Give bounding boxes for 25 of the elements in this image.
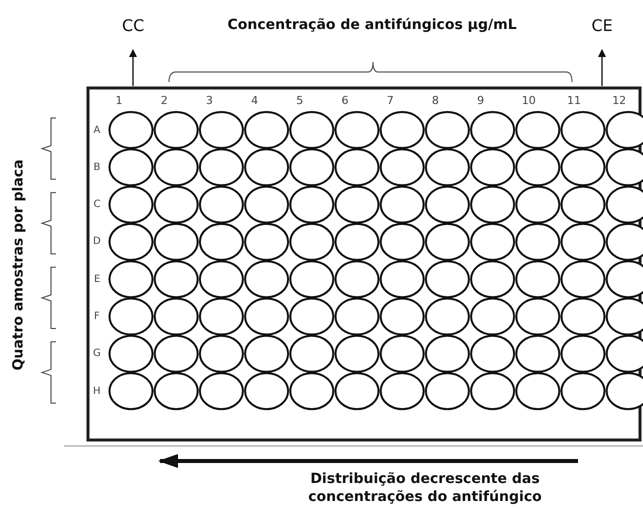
column-number: 9 — [477, 94, 484, 106]
column-number: 3 — [206, 94, 213, 106]
row-letter: A — [94, 124, 100, 136]
row-letter: E — [94, 274, 100, 285]
row-letter: F — [94, 311, 100, 322]
axis-title: Distribuição decrescente das concentrações do antifúngico — [307, 470, 543, 506]
column-number: 11 — [567, 94, 581, 106]
column-number: 4 — [251, 94, 258, 106]
column-number: 12 — [612, 94, 626, 106]
control-label: CC — [122, 16, 144, 34]
row-letter: H — [93, 386, 101, 397]
column-number: 2 — [160, 94, 168, 106]
column-number: 7 — [386, 94, 394, 106]
column-number: 10 — [522, 94, 536, 106]
axis-title: Concentração de antifúngicos µg/mL — [228, 17, 517, 33]
row-letter: D — [93, 236, 101, 248]
control-label: CE — [592, 16, 613, 34]
column-number: 5 — [296, 94, 304, 106]
axis-title: Quatro amostras por placa — [10, 159, 26, 371]
column-number: 8 — [432, 94, 439, 106]
row-letter: B — [94, 162, 100, 173]
row-letter: C — [94, 199, 100, 210]
column-number: 6 — [342, 94, 348, 106]
column-number: 1 — [116, 94, 122, 106]
row-letter: G — [93, 348, 101, 360]
